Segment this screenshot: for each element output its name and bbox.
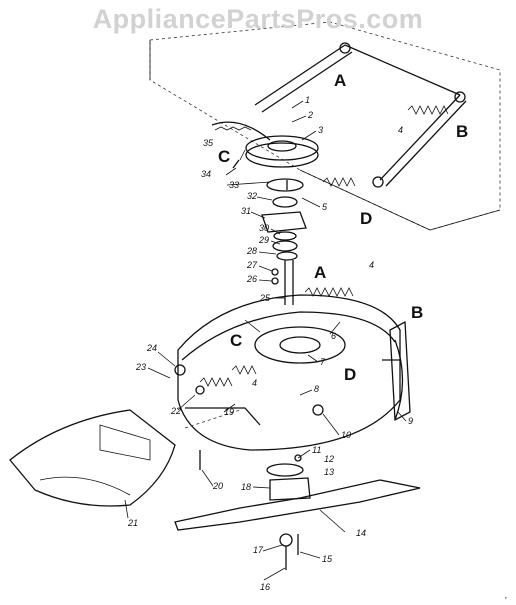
part-1: 1 — [305, 95, 310, 105]
part-20: 20 — [212, 481, 223, 491]
part-34: 34 — [201, 169, 211, 179]
part-4-upper: 4 — [398, 125, 403, 135]
part-24: 24 — [146, 343, 157, 353]
part-22: 22 — [170, 406, 181, 416]
spindle-stack — [232, 159, 307, 305]
part-26: 26 — [246, 274, 257, 284]
label-d-lower: D — [344, 365, 356, 384]
part-11: 11 — [312, 445, 321, 455]
label-a-upper: A — [334, 71, 346, 90]
letter-labels: A B C D A B C D — [218, 71, 468, 384]
part-3: 3 — [318, 125, 323, 135]
part-25: 25 — [259, 293, 271, 303]
part-32: 32 — [247, 191, 257, 201]
leader-lines — [124, 100, 407, 581]
corner-mark: , — [505, 590, 508, 600]
part-12: 12 — [324, 454, 334, 464]
part-17: 17 — [253, 545, 264, 555]
label-b-lower: B — [411, 303, 423, 322]
part-31: 31 — [241, 206, 251, 216]
part-21: 21 — [127, 518, 138, 528]
label-c-upper: C — [218, 147, 230, 166]
part-2: 2 — [307, 110, 313, 120]
part-14: 14 — [356, 528, 366, 538]
part-13: 13 — [324, 467, 334, 477]
lift-linkage — [254, 42, 467, 188]
tractor-frame — [149, 21, 501, 231]
part-4-lower: 4 — [252, 378, 257, 388]
part-28: 28 — [246, 246, 257, 256]
label-a-lower: A — [314, 263, 326, 282]
blade-assembly — [174, 450, 421, 570]
part-23: 23 — [135, 362, 146, 372]
label-d-upper: D — [360, 209, 372, 228]
part-16: 16 — [260, 582, 270, 592]
part-15: 15 — [322, 554, 333, 564]
mower-deck — [174, 294, 411, 451]
part-9: 9 — [408, 416, 413, 426]
label-c-lower: C — [230, 331, 242, 350]
part-27: 27 — [246, 260, 258, 270]
part-18: 18 — [241, 482, 251, 492]
part-5: 5 — [322, 202, 328, 212]
watermark: AppliancePartsPros.com — [92, 4, 424, 34]
discharge-chute — [9, 409, 176, 507]
upper-pulley — [211, 121, 319, 168]
part-35: 35 — [203, 138, 214, 148]
part-6: 6 — [331, 331, 336, 341]
part-10: 10 — [341, 430, 351, 440]
part-8: 8 — [314, 384, 319, 394]
part-33: 33 — [229, 180, 239, 190]
part-30: 30 — [259, 223, 269, 233]
part-number-callouts: 1 2 3 4 5 7 8 9 10 11 12 13 14 15 16 17 … — [127, 95, 413, 592]
part-19: 19 — [224, 407, 234, 417]
part-7: 7 — [320, 357, 326, 367]
label-b-upper: B — [456, 122, 468, 141]
part-4-middle: 4 — [369, 260, 374, 270]
part-29: 29 — [258, 235, 269, 245]
